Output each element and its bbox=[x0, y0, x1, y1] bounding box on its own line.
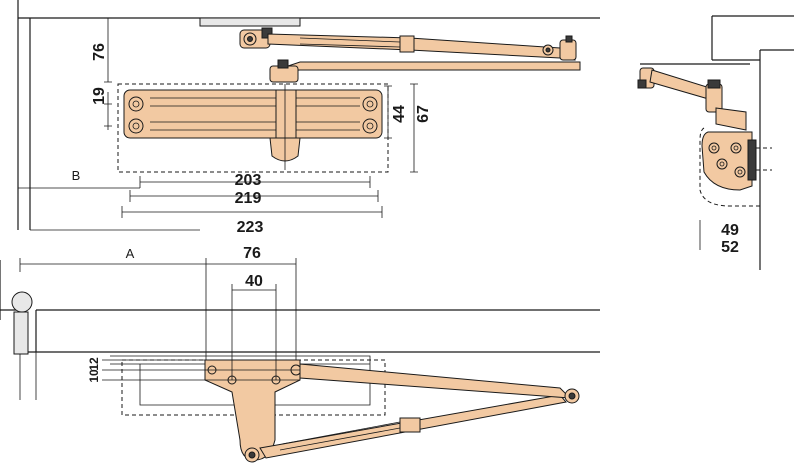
top-view: 76 19 44 67 203 219 223 B bbox=[17, 0, 600, 236]
arm-assembly-top bbox=[239, 27, 581, 83]
dim-219: 219 bbox=[235, 190, 262, 207]
dim-40: 40 bbox=[245, 273, 263, 290]
dim-19: 19 bbox=[91, 87, 108, 105]
side-dim-lines bbox=[699, 220, 761, 250]
top-dimension-lines bbox=[17, 17, 418, 218]
dim-52: 52 bbox=[721, 239, 739, 256]
dim-12: 12 bbox=[87, 357, 101, 371]
dim-44: 44 bbox=[391, 105, 408, 123]
label-a: A bbox=[126, 246, 135, 261]
side-arm bbox=[637, 67, 747, 131]
dim-49: 49 bbox=[721, 222, 739, 239]
hinge bbox=[11, 291, 33, 355]
side-frame bbox=[711, 15, 794, 270]
bottom-arm-bracket bbox=[204, 359, 580, 463]
dim-76-top: 76 bbox=[91, 43, 108, 61]
dim-203: 203 bbox=[235, 172, 262, 189]
bottom-dimension-lines bbox=[19, 258, 300, 381]
side-view: 49 52 bbox=[637, 15, 794, 270]
bottom-view: A 76 40 10 12 bbox=[0, 245, 600, 463]
bottom-frame-post bbox=[19, 352, 37, 400]
dim-67: 67 bbox=[415, 105, 432, 123]
mounting-plate bbox=[199, 17, 301, 27]
side-body bbox=[699, 127, 772, 207]
dim-10: 10 bbox=[87, 369, 101, 383]
label-b: B bbox=[72, 168, 81, 183]
bottom-frame bbox=[20, 309, 600, 353]
closer-body bbox=[117, 83, 389, 173]
dim-223: 223 bbox=[237, 219, 264, 236]
dim-76-bottom: 76 bbox=[243, 245, 261, 262]
